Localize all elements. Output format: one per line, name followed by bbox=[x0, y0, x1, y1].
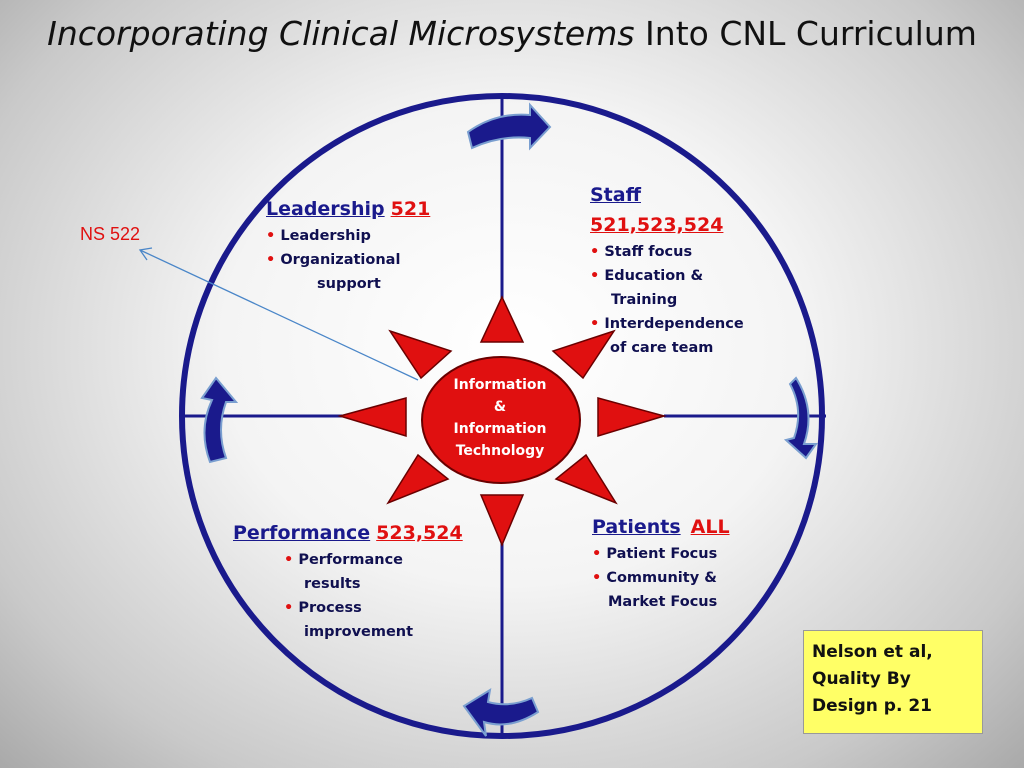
triangle-southeast bbox=[554, 453, 618, 505]
bullet-item: • Patient Focus bbox=[592, 546, 718, 562]
performance-code: 523,524 bbox=[376, 522, 463, 544]
patients-bullets: • Patient Focus • Community &Market Focu… bbox=[592, 542, 730, 614]
center-label: Information & Information Technology bbox=[430, 374, 570, 462]
leadership-code: 521 bbox=[390, 198, 431, 220]
arrow-bottom-icon bbox=[462, 687, 540, 737]
bullet-item: • Education &Training bbox=[590, 268, 704, 308]
title-italic: Incorporating Clinical Microsystems bbox=[47, 14, 635, 53]
triangle-northeast bbox=[551, 329, 616, 380]
staff-quadrant: Staff 521,523,524 • Staff focus • Educat… bbox=[590, 184, 744, 360]
triangle-south bbox=[479, 494, 525, 547]
staff-heading: Staff bbox=[590, 184, 641, 206]
center-line: & bbox=[493, 399, 507, 415]
ns-522-label: NS 522 bbox=[80, 224, 141, 244]
staff-code: 521,523,524 bbox=[590, 214, 724, 236]
citation-line: Design p. 21 bbox=[812, 696, 932, 716]
triangle-west bbox=[337, 397, 407, 438]
center-line: Technology bbox=[455, 443, 545, 459]
citation-note: Nelson et al, Quality By Design p. 21 bbox=[803, 630, 983, 734]
triangle-east bbox=[597, 397, 667, 438]
arrow-left-icon bbox=[200, 376, 239, 464]
citation-line: Quality By bbox=[812, 669, 911, 689]
bullet-item: • Staff focus bbox=[590, 244, 693, 260]
center-ellipse bbox=[421, 356, 581, 484]
patients-code: ALL bbox=[690, 516, 730, 538]
center-line: Information bbox=[453, 421, 547, 437]
triangle-north bbox=[479, 295, 525, 343]
triangle-northwest bbox=[388, 329, 453, 380]
arrow-top-icon bbox=[466, 102, 552, 151]
triangle-southwest bbox=[386, 453, 450, 505]
rotation-arrows bbox=[200, 102, 818, 737]
bullet-item: • Community &Market Focus bbox=[592, 570, 718, 610]
center-line: Information bbox=[453, 377, 547, 393]
ns-connector-arrowhead bbox=[138, 247, 153, 261]
slide-title: Incorporating Clinical Microsystems Into… bbox=[0, 14, 1024, 53]
ns-connector-line bbox=[139, 249, 419, 381]
bullet-item: • Leadership bbox=[266, 228, 371, 244]
triangle-ring bbox=[337, 295, 667, 547]
title-rest: Into CNL Curriculum bbox=[634, 14, 977, 53]
staff-bullets: • Staff focus • Education &Training • In… bbox=[590, 240, 744, 360]
citation-line: Nelson et al, bbox=[812, 642, 933, 662]
arrow-right-icon bbox=[783, 376, 818, 460]
